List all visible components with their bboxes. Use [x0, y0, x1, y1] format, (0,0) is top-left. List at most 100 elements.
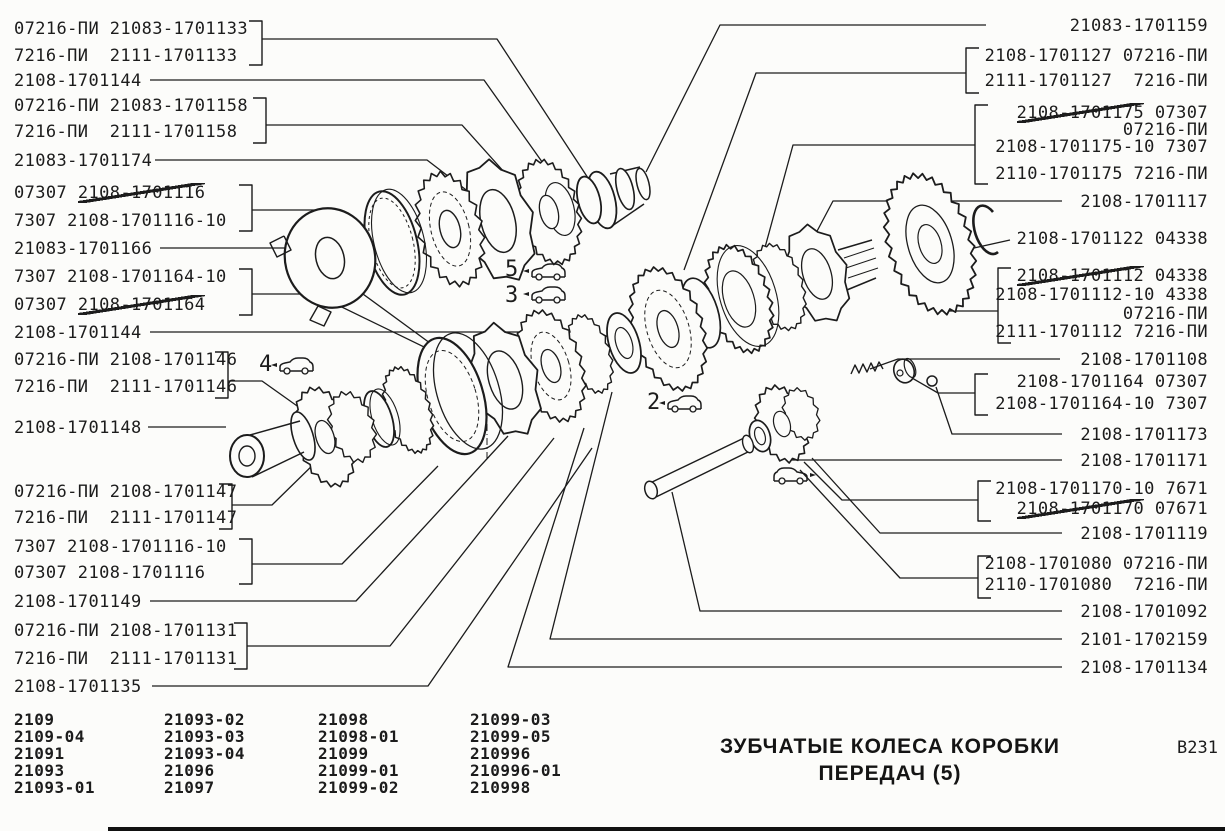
- label-bracket: [215, 351, 229, 399]
- part-number: 21083-1701174: [14, 151, 153, 171]
- callout-number: 3: [505, 283, 519, 308]
- part-label: 2108-1701144: [14, 323, 142, 343]
- part-label: 07307 2108-1701116: [14, 563, 205, 583]
- part-label: 2108-1701122 04338: [1017, 229, 1208, 249]
- part-label: 21083-1701159: [1070, 16, 1208, 36]
- part-number: 2108-1701080 07216-ПИ: [984, 554, 1208, 574]
- model-number: 21093-04: [164, 744, 246, 763]
- part-number: 07307: [1144, 103, 1208, 123]
- spline-ridge: [843, 247, 875, 259]
- part-label: 7216-ПИ 2111-1701133: [14, 46, 237, 66]
- gear-bore: [917, 224, 943, 264]
- car-wheel: [689, 405, 697, 413]
- model-number: 21096: [164, 761, 215, 780]
- leader-line: [811, 457, 1062, 534]
- car-wheel: [535, 296, 543, 304]
- part-number: 2111-1701127 7216-ПИ: [984, 71, 1208, 91]
- part-label: 2108-1701175-10 7307: [995, 137, 1208, 157]
- label-bracket: [249, 20, 263, 66]
- model-number: 21099-02: [318, 778, 400, 797]
- hub-bore: [800, 248, 834, 300]
- leader-line: [252, 465, 439, 565]
- part-label: 2108-1701135: [14, 677, 142, 697]
- car-wheel: [553, 296, 561, 304]
- label-bracket: [239, 268, 253, 316]
- part-label: 07216-ПИ 2108-1701131: [14, 621, 237, 641]
- part-number: 2111-1701112 7216-ПИ: [995, 322, 1208, 342]
- model-number: 21099-05: [470, 727, 552, 746]
- car-direction-icon: [659, 395, 702, 413]
- label-bracket: [253, 97, 267, 144]
- shaft-collar: [614, 167, 636, 211]
- spline-ridge: [847, 267, 879, 279]
- part-label: 2108-1701112-10 4338: [995, 285, 1208, 305]
- part-label: 2108-1701171: [1080, 451, 1208, 471]
- ring-gear-bore: [721, 270, 757, 328]
- part-number: 07671: [1144, 499, 1208, 519]
- leader-line: [869, 358, 1060, 370]
- part-label: 07216-ПИ 2108-1701147: [14, 482, 237, 502]
- shaft-tip: [635, 167, 651, 201]
- model-number: 2109: [14, 710, 55, 729]
- part-number: 7307 2108-1701116-10: [14, 537, 227, 557]
- part-label: 7307 2108-1701164-10: [14, 267, 227, 287]
- label-bracket: [974, 373, 988, 416]
- gear-bore: [772, 410, 792, 438]
- part-label: 21083-1701174: [14, 151, 152, 171]
- part-label: 2111-1701112 7216-ПИ: [995, 322, 1208, 342]
- part-label: 2108-1701175 07307: [1016, 103, 1208, 123]
- part-number: 21083-1701166: [14, 239, 153, 259]
- part-number: 2110-1701080 7216-ПИ: [984, 575, 1208, 595]
- part-number-superseded: 2108-1701116: [77, 183, 206, 203]
- model-number: 21091: [14, 744, 65, 763]
- part-number: 2101-1702159: [1080, 630, 1208, 650]
- model-number: 2109-04: [14, 727, 85, 746]
- part-number: 07216-ПИ 2108-1701146: [14, 350, 238, 370]
- direction-arrow: [659, 401, 665, 405]
- part-number: 7216-ПИ 2111-1701133: [14, 46, 238, 66]
- part-number: 07216-ПИ 2108-1701147: [14, 482, 238, 502]
- leader-line: [911, 377, 975, 394]
- part-number: 7216-ПИ 2111-1701158: [14, 122, 238, 142]
- part-label: 7216-ПИ 2111-1701146: [14, 377, 237, 397]
- part-label: 7216-ПИ 2111-1701147: [14, 508, 237, 528]
- gear-bore: [538, 194, 560, 230]
- part-label: 2110-1701175 7216-ПИ: [995, 164, 1208, 184]
- leader-line: [507, 427, 1062, 668]
- part-label: 2111-1701127 7216-ПИ: [985, 71, 1208, 91]
- drum-wall: [432, 332, 504, 450]
- part-number: 2108-1701175-10 7307: [995, 137, 1208, 157]
- part-number: 7307 2108-1701116-10: [14, 211, 227, 231]
- leader-line: [803, 461, 978, 501]
- part-number: 07216-ПИ 21083-1701158: [14, 96, 248, 116]
- part-number: 2108-1701173: [1080, 425, 1208, 445]
- gear-bore: [540, 348, 562, 384]
- part-label: 07216-ПИ: [1123, 120, 1208, 140]
- gear-bore: [438, 209, 462, 249]
- shaft-outline: [611, 203, 645, 227]
- part-number: 2108-1701122 04338: [1016, 229, 1208, 249]
- leader-line: [228, 380, 301, 409]
- part-number: 2108-1701170-10 7671: [995, 479, 1208, 499]
- part-number-superseded: 2108-1701164: [77, 295, 206, 315]
- model-number: 21099-01: [318, 761, 400, 780]
- shaft-end-bore: [238, 445, 256, 467]
- model-number: 210998: [470, 778, 531, 797]
- detent-plunger: [892, 358, 916, 384]
- callout-number: 2: [647, 390, 661, 415]
- leader-line: [262, 38, 589, 179]
- shaft-outline: [249, 420, 301, 436]
- leader-line: [549, 391, 1062, 640]
- model-number: 21093-02: [164, 710, 246, 729]
- part-label: 2108-1701112 04338: [1016, 266, 1208, 286]
- part-label: 2108-1701148: [14, 418, 142, 438]
- car-wheel: [553, 273, 561, 281]
- part-number-superseded: 2108-1701170: [1016, 499, 1145, 519]
- axle-tip: [741, 434, 755, 454]
- washer-lobe: [309, 305, 332, 327]
- part-number: 21083-1701159: [1069, 16, 1208, 36]
- part-label: 7216-ПИ 2111-1701131: [14, 649, 237, 669]
- part-label: 2108-1701108: [1080, 350, 1208, 370]
- detent-spring: [850, 361, 884, 375]
